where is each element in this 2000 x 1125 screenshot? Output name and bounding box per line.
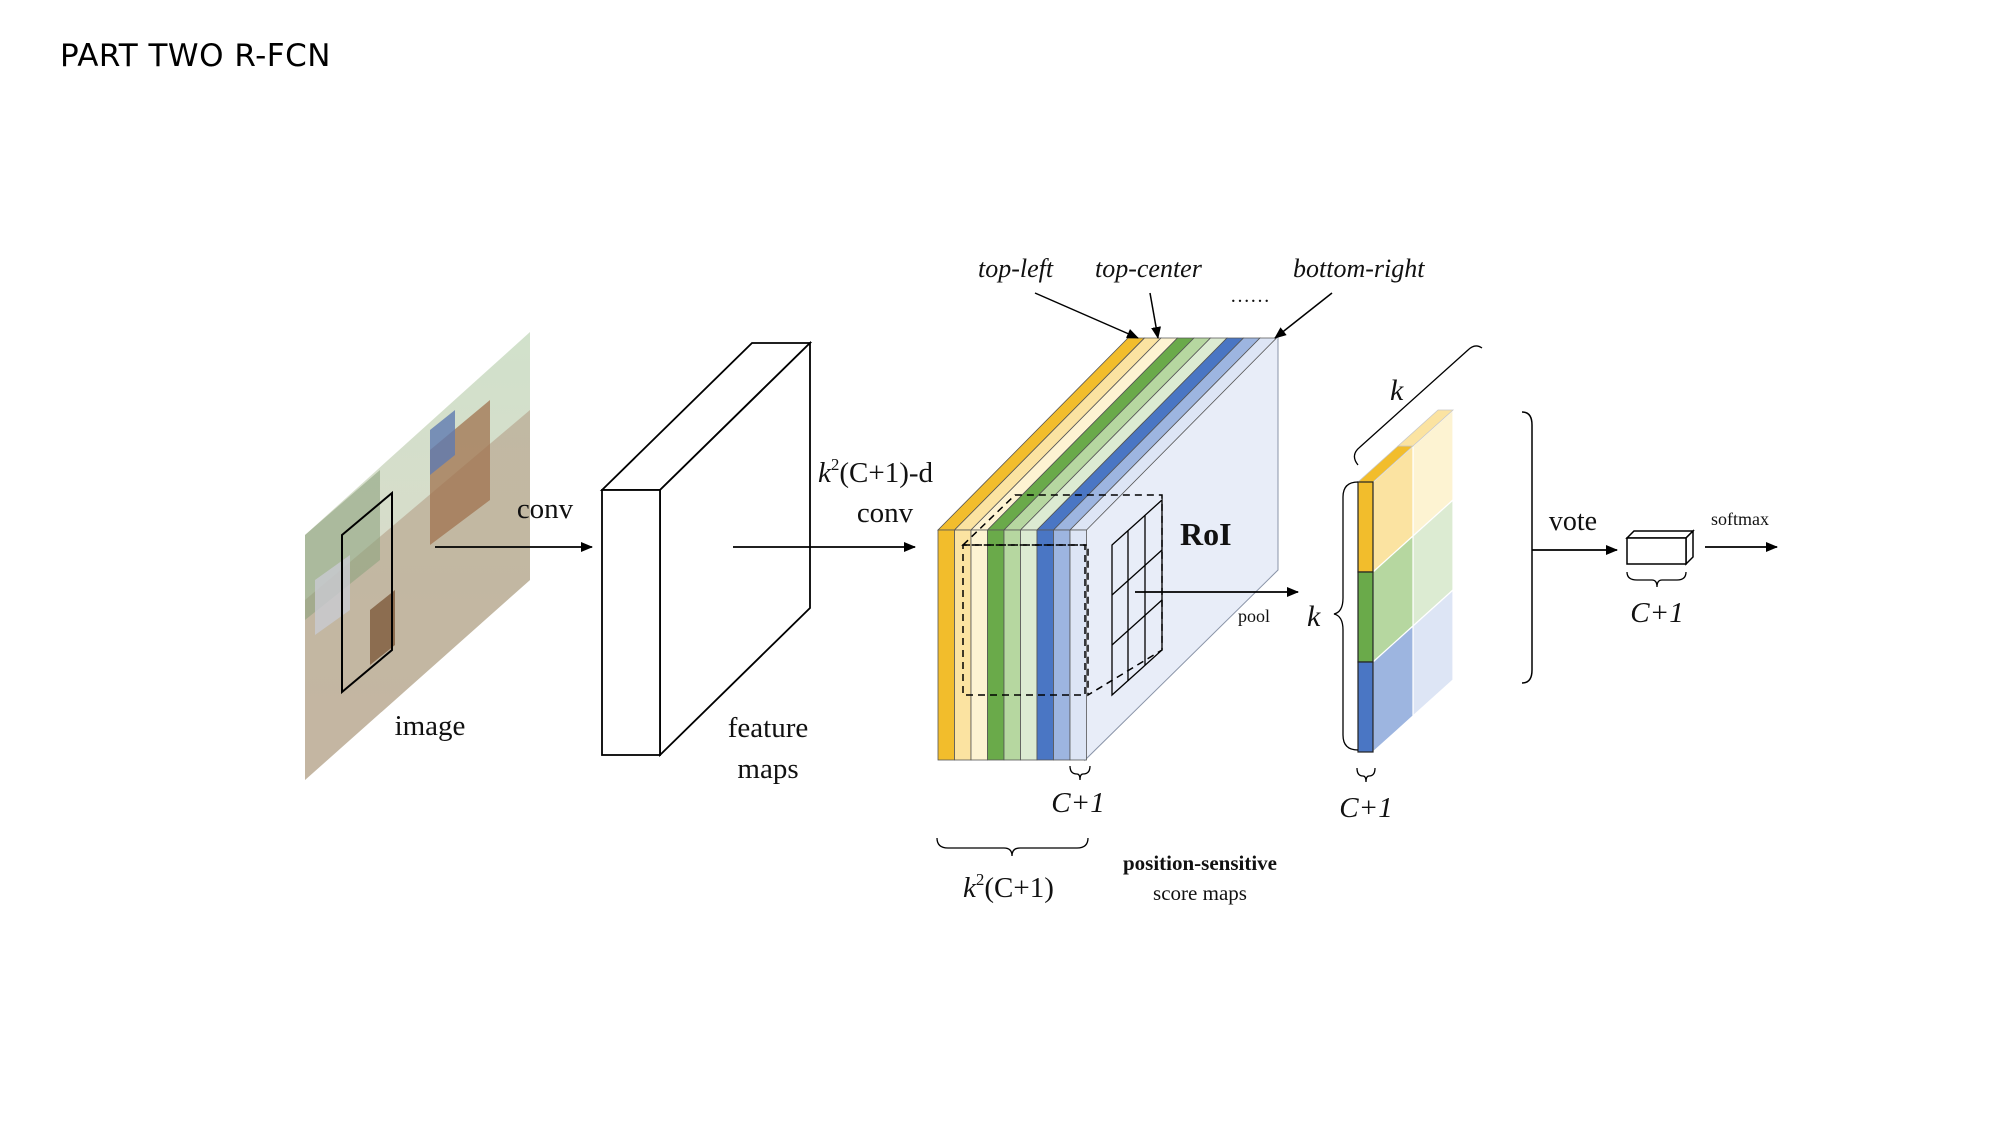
- vote-bracket: [1521, 411, 1533, 684]
- score-map-slice: [1069, 529, 1087, 761]
- k-top-label: k: [1390, 374, 1404, 407]
- k-left-brace: [1333, 481, 1359, 751]
- pooled-front-bin: [1357, 481, 1374, 573]
- k-left-label: k: [1307, 600, 1321, 633]
- image-label: image: [395, 710, 466, 742]
- pool-label: pool: [1238, 606, 1270, 626]
- top-center-arrow: [1149, 292, 1161, 339]
- c1-pooled-label: C+1: [1339, 792, 1392, 824]
- top-center-label: top-center: [1095, 254, 1203, 283]
- feature-maps-label-line2: maps: [737, 753, 798, 785]
- vote-output-box: [1625, 529, 1695, 566]
- pooled-front-bin: [1357, 571, 1374, 663]
- feature-maps-block: [599, 340, 813, 758]
- k-top-brace: [1353, 345, 1483, 466]
- c1-vote-label: C+1: [1630, 597, 1683, 629]
- slide-title: PART TWO R-FCN: [60, 38, 331, 74]
- score-map-slice: [1053, 529, 1071, 761]
- k2-conv-label-line2: conv: [857, 497, 914, 529]
- score-map-slice: [1003, 529, 1021, 761]
- vote-label: vote: [1549, 506, 1597, 537]
- roi-box-on-image: [341, 490, 393, 695]
- bottom-right-arrow: [1274, 292, 1333, 339]
- input-image: [305, 332, 530, 780]
- roi-grid: [1111, 498, 1163, 697]
- softmax-label: softmax: [1711, 509, 1769, 529]
- k2-c1-label: k2(C+1): [963, 870, 1054, 904]
- bottom-right-label: bottom-right: [1293, 254, 1425, 283]
- score-map-slice: [987, 529, 1005, 761]
- c1-vote-brace: [1626, 571, 1687, 588]
- top-left-arrow: [1034, 292, 1139, 339]
- score-map-slice: [970, 529, 988, 761]
- pooled-top-face: [1396, 409, 1455, 447]
- score-map-slice: [1020, 529, 1038, 761]
- k2-conv-label: k2(C+1)-d: [818, 455, 934, 489]
- score-map-slice: [937, 529, 955, 761]
- feature-maps-label-line1: feature: [728, 712, 809, 744]
- pooled-scores-block: [1356, 408, 1455, 754]
- conv-label: conv: [517, 493, 574, 525]
- k2-brace: [936, 837, 1089, 857]
- score-map-slice: [1036, 529, 1054, 761]
- top-left-label: top-left: [978, 254, 1054, 283]
- ps-label-line2: score maps: [1153, 881, 1247, 905]
- c1-brace: [1069, 765, 1091, 781]
- score-maps-block: [937, 337, 1279, 762]
- c1-maps-label: C+1: [1051, 787, 1104, 819]
- ps-label-line1: position-sensitive: [1123, 851, 1277, 875]
- pooled-front-bin: [1357, 661, 1374, 753]
- dots-label: ……: [1230, 285, 1270, 307]
- roi-label: RoI: [1180, 516, 1232, 552]
- c1-pooled-brace: [1356, 767, 1376, 783]
